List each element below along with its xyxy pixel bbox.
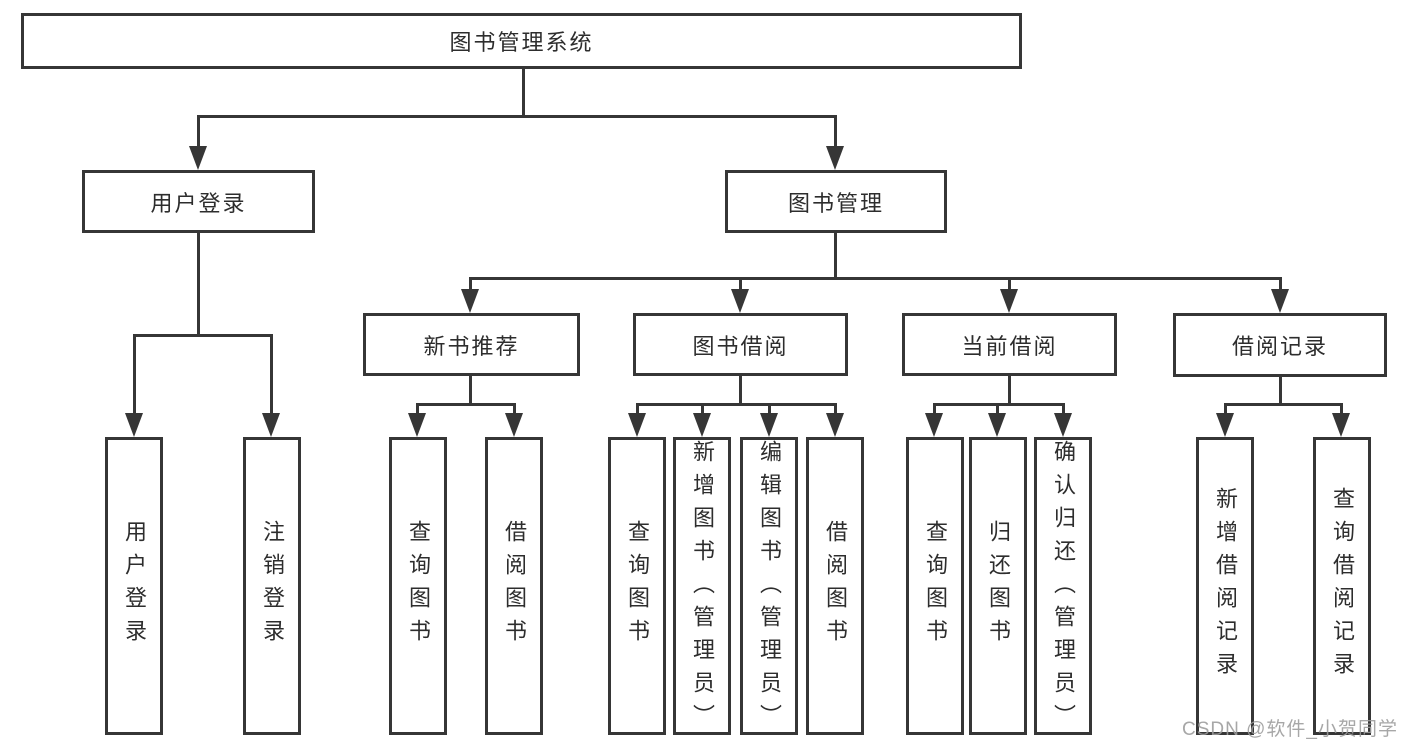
leaf-label: 查询图书	[406, 520, 431, 652]
leaf-query-borrow-record: 查询借阅记录	[1313, 437, 1371, 735]
arrowhead-down-icon	[826, 413, 844, 437]
node-new-book-recommendation: 新书推荐	[363, 313, 580, 376]
node-label: 当前借阅	[961, 333, 1058, 359]
arrowhead-down-icon	[693, 413, 711, 437]
connector-vline	[701, 403, 704, 416]
leaf-borrow-books: 借阅图书	[806, 437, 864, 735]
arrowhead-down-icon	[1332, 413, 1350, 437]
arrowhead-down-icon	[925, 413, 943, 437]
connector-vline	[513, 403, 516, 416]
connector-vline	[197, 233, 200, 337]
leaf-logout-login: 注销登录	[243, 437, 301, 735]
csdn-watermark: CSDN @软件_小贺同学	[1182, 719, 1398, 740]
leaf-label: 确认归还（管理员）	[1051, 440, 1076, 737]
node-label: 图书管理	[787, 190, 884, 216]
connector-vline	[1224, 403, 1227, 416]
arrowhead-down-icon	[628, 413, 646, 437]
connector-hline	[1224, 403, 1343, 406]
leaf-label: 查询图书	[625, 520, 650, 652]
connector-vline	[133, 334, 136, 415]
node-label: 借阅记录	[1231, 334, 1328, 359]
connector-hline	[469, 277, 1282, 280]
leaf-return-books: 归还图书	[969, 437, 1027, 735]
connector-vline	[270, 334, 273, 415]
leaf-query-books-current: 查询图书	[906, 437, 964, 735]
leaf-label: 查询图书	[923, 520, 948, 652]
leaf-label: 借阅图书	[823, 520, 848, 652]
leaf-label: 用户登录	[122, 520, 147, 652]
connector-vline	[834, 115, 837, 149]
arrowhead-down-icon	[988, 413, 1006, 437]
node-label: 用户登录	[150, 190, 247, 216]
connector-vline	[1062, 403, 1065, 416]
node-borrowing-records: 借阅记录	[1173, 313, 1387, 377]
arrowhead-down-icon	[189, 146, 207, 170]
connector-vline	[469, 376, 472, 406]
arrowhead-down-icon	[505, 413, 523, 437]
arrowhead-down-icon	[1000, 289, 1018, 313]
connector-vline	[834, 403, 837, 416]
leaf-label: 新增借阅记录	[1213, 487, 1238, 685]
arrowhead-down-icon	[408, 413, 426, 437]
arrowhead-down-icon	[125, 413, 143, 437]
connector-vline	[1008, 277, 1011, 291]
arrowhead-down-icon	[731, 289, 749, 313]
node-current-borrowing: 当前借阅	[902, 313, 1117, 376]
connector-vline	[1279, 277, 1282, 291]
connector-vline	[739, 376, 742, 406]
leaf-label: 借阅图书	[502, 520, 527, 652]
arrowhead-down-icon	[1271, 289, 1289, 313]
node-label: 图书管理系统	[449, 30, 594, 55]
arrowhead-down-icon	[826, 146, 844, 170]
arrowhead-down-icon	[262, 413, 280, 437]
leaf-user-login: 用户登录	[105, 437, 163, 735]
leaf-add-borrow-record: 新增借阅记录	[1196, 437, 1254, 735]
connector-vline	[834, 233, 837, 280]
node-label: 图书借阅	[692, 333, 789, 359]
connector-vline	[469, 277, 472, 291]
leaf-add-books-admin: 新增图书（管理员）	[673, 437, 731, 737]
connector-vline	[416, 403, 419, 416]
leaf-confirm-return-admin: 确认归还（管理员）	[1034, 437, 1092, 737]
connector-hline	[636, 403, 837, 406]
connector-hline	[133, 334, 273, 337]
connector-vline	[522, 69, 525, 117]
node-book-borrowing: 图书借阅	[633, 313, 848, 376]
leaf-label: 注销登录	[260, 520, 285, 652]
leaf-edit-books-admin: 编辑图书（管理员）	[740, 437, 798, 737]
connector-vline	[1340, 403, 1343, 416]
leaf-query-books-recommend: 查询图书	[389, 437, 447, 735]
connector-vline	[739, 277, 742, 291]
node-book-management: 图书管理	[725, 170, 947, 233]
leaf-query-books-borrow: 查询图书	[608, 437, 666, 735]
connector-vline	[933, 403, 936, 416]
connector-vline	[1279, 377, 1282, 406]
connector-hline	[416, 403, 516, 406]
leaf-label: 归还图书	[986, 520, 1011, 652]
leaf-label: 编辑图书（管理员）	[757, 440, 782, 737]
leaf-borrow-books-recommend: 借阅图书	[485, 437, 543, 735]
connector-vline	[996, 403, 999, 416]
connector-hline	[197, 115, 837, 118]
connector-vline	[768, 403, 771, 416]
arrowhead-down-icon	[1216, 413, 1234, 437]
connector-vline	[197, 115, 200, 149]
node-user-login: 用户登录	[82, 170, 315, 233]
node-label: 新书推荐	[423, 333, 520, 359]
leaf-label: 新增图书（管理员）	[690, 440, 715, 737]
node-library-management-system: 图书管理系统	[21, 13, 1022, 69]
connector-vline	[1008, 376, 1011, 406]
arrowhead-down-icon	[461, 289, 479, 313]
arrowhead-down-icon	[760, 413, 778, 437]
leaf-label: 查询借阅记录	[1330, 487, 1355, 685]
arrowhead-down-icon	[1054, 413, 1072, 437]
connector-vline	[636, 403, 639, 416]
